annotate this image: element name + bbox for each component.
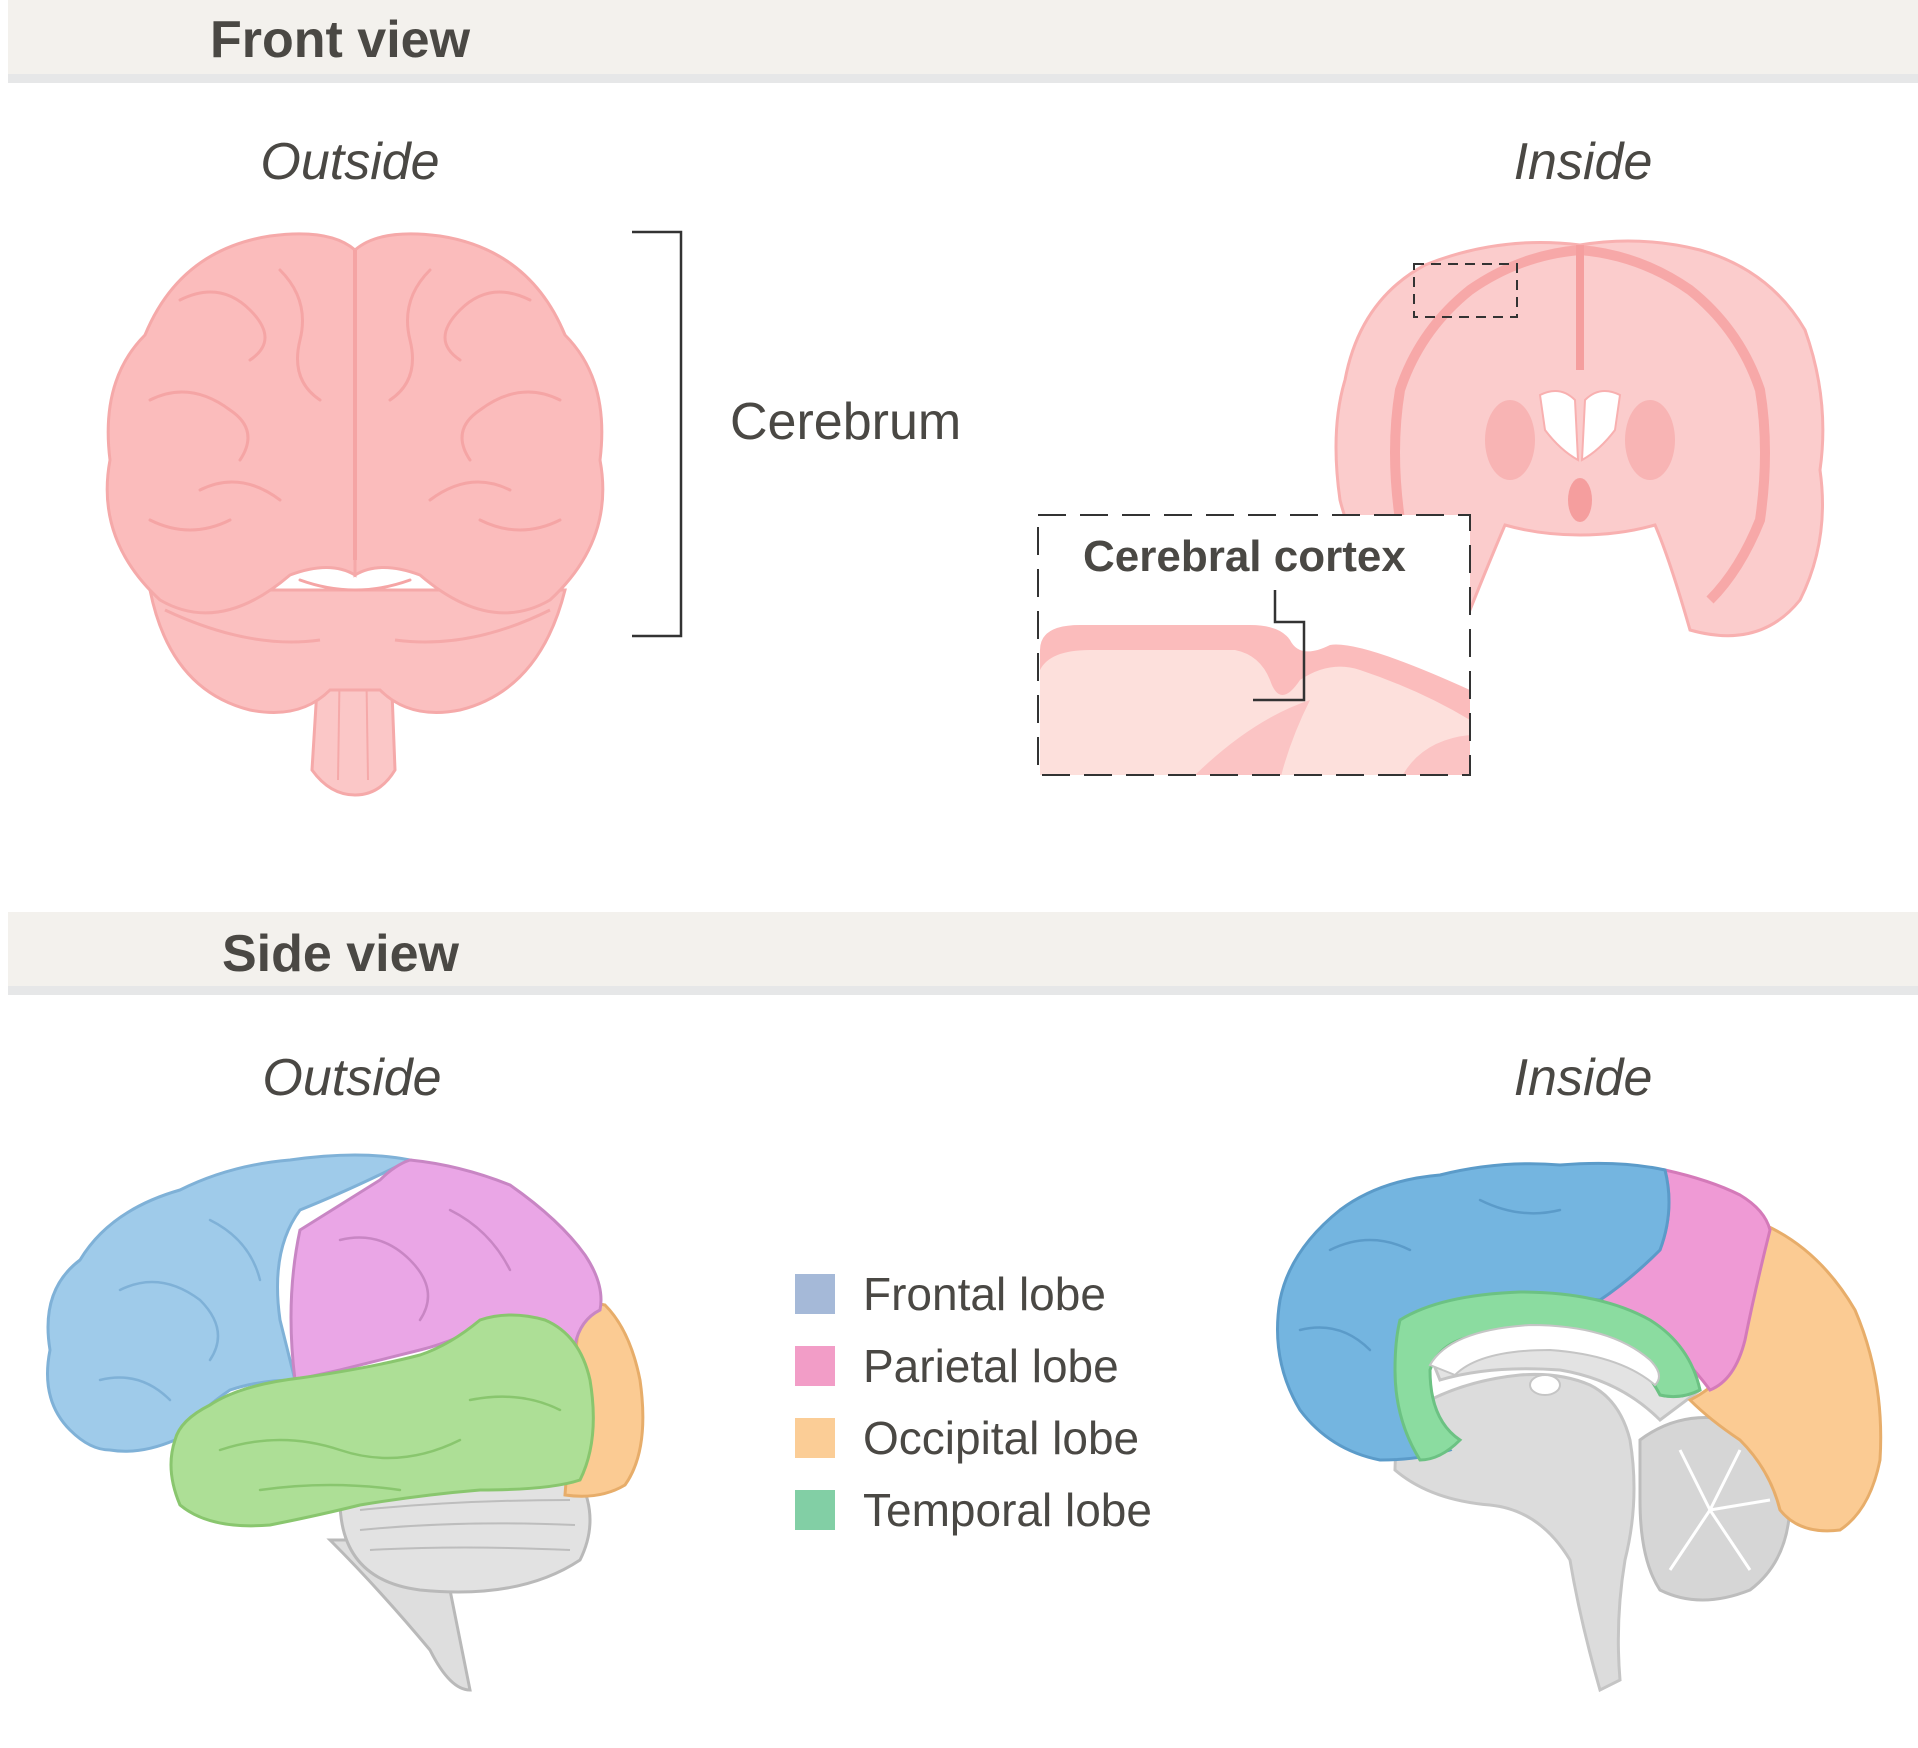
lobe-legend: Frontal lobe Parietal lobe Occipital lob… [795,1258,1152,1546]
frontal-swatch [795,1274,835,1314]
cortex-bracket [1253,590,1306,702]
front-inside-label: Inside [1513,133,1653,191]
legend-item-frontal: Frontal lobe [795,1258,1152,1330]
cerebral-cortex-label: Cerebral cortex [1083,532,1406,581]
side-outside-brain [46,1153,645,1692]
occipital-swatch [795,1418,835,1458]
legend-label-occipital: Occipital lobe [863,1412,1140,1464]
side-view-title: Side view [222,925,459,983]
legend-label-frontal: Frontal lobe [863,1268,1106,1320]
zoom-source-box [1413,263,1518,318]
side-view-band [8,912,1918,995]
side-inside-label: Inside [1513,1049,1653,1107]
cerebrum-bracket [632,230,683,638]
side-inside-brain [1276,1161,1883,1693]
front-view-band [8,0,1918,83]
cerebrum-label: Cerebrum [730,393,962,451]
legend-item-temporal: Temporal lobe [795,1474,1152,1546]
front-view-title: Front view [210,11,471,69]
legend-item-parietal: Parietal lobe [795,1330,1152,1402]
temporal-swatch [795,1490,835,1530]
front-outside-brain [105,232,605,797]
legend-label-temporal: Temporal lobe [863,1484,1152,1536]
cortex-inset-frame [1037,514,1471,776]
legend-item-occipital: Occipital lobe [795,1402,1152,1474]
parietal-swatch [795,1346,835,1386]
legend-label-parietal: Parietal lobe [863,1340,1119,1392]
side-outside-label: Outside [262,1049,442,1107]
front-outside-label: Outside [260,133,440,191]
